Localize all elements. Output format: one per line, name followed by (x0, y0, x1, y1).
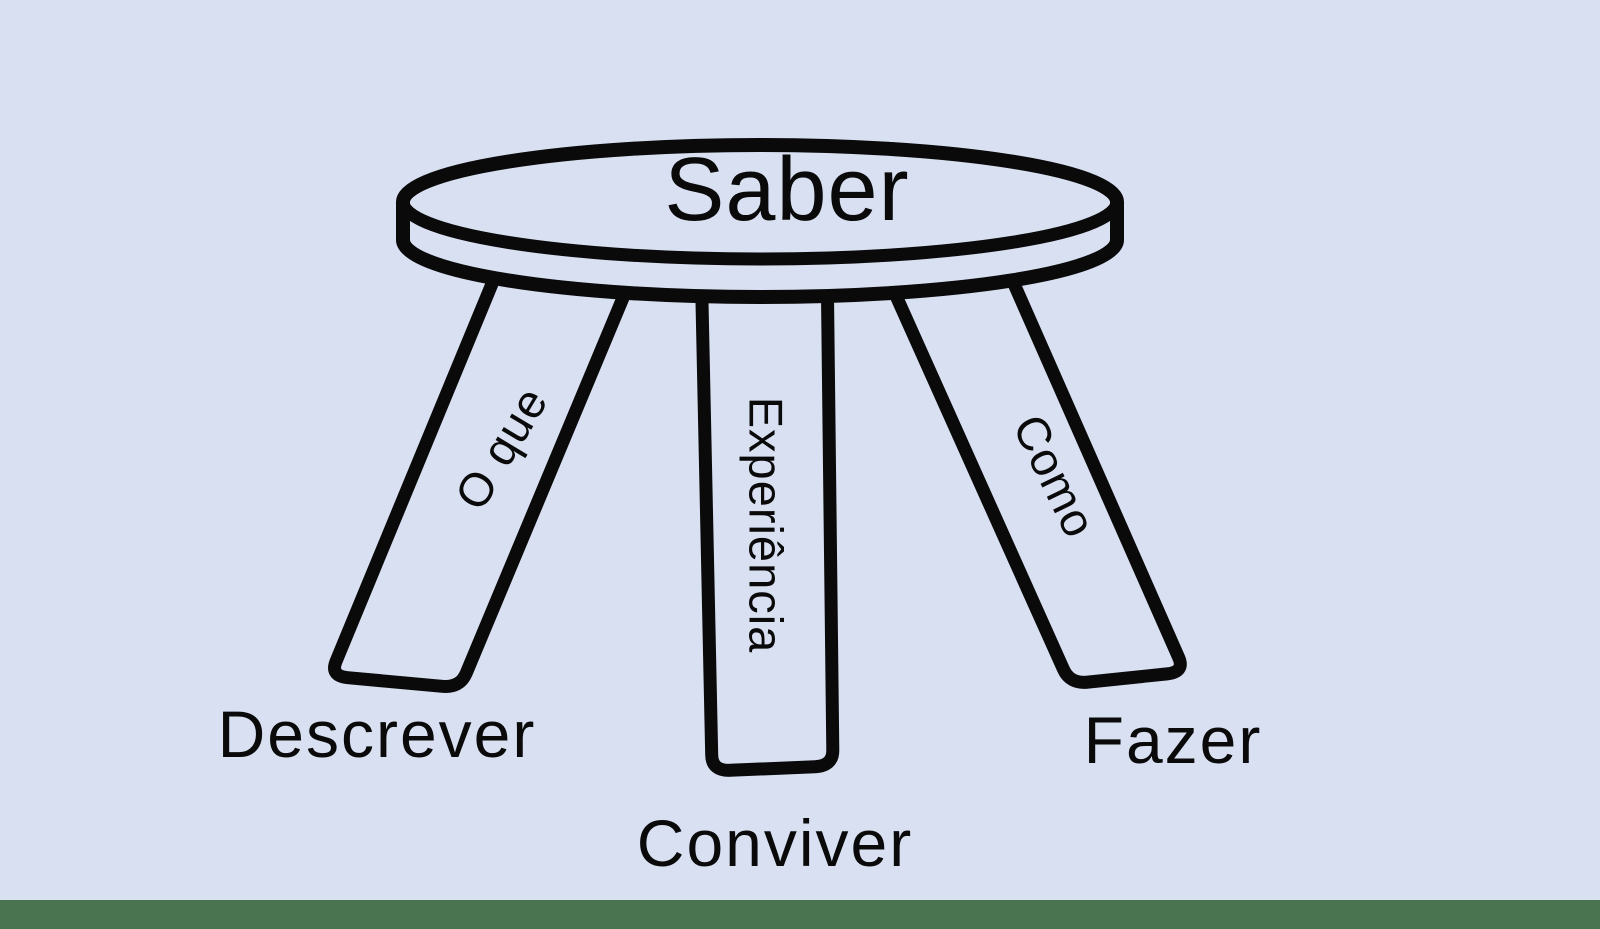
ground-strip (0, 900, 1600, 929)
seat-label: Saber (664, 140, 909, 240)
floor-label-center: Conviver (637, 806, 913, 880)
floor-label-left: Descrever (218, 697, 537, 771)
stool-seat-top (396, 138, 1124, 266)
stool-leg-left (328, 243, 645, 693)
floor-label-right: Fazer (1084, 703, 1263, 777)
stool-leg-center (694, 246, 840, 777)
stool-leg-right (873, 245, 1187, 689)
leg-label-center: Experiência (740, 397, 793, 654)
